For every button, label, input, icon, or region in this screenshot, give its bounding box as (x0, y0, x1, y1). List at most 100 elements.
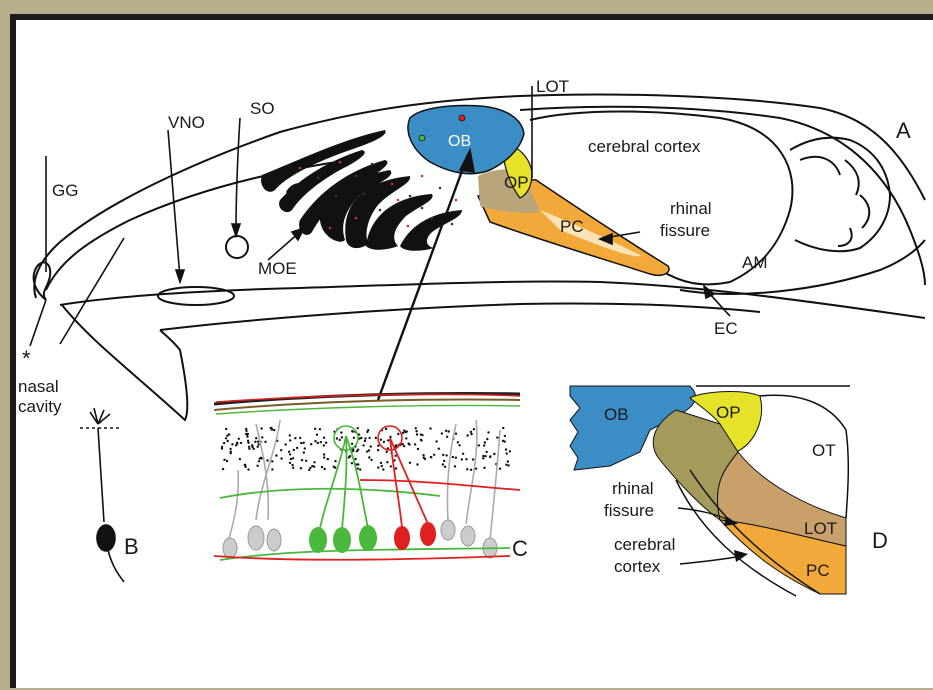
label-cavity: cavity (18, 397, 62, 416)
glomerular-dot (227, 440, 229, 442)
ob-green-dot (419, 135, 425, 141)
glomerular-dot (359, 468, 361, 470)
glomerular-dot (444, 466, 446, 468)
glomerular-dot (448, 430, 450, 432)
glomerular-dot (452, 456, 454, 458)
glomerular-dot (353, 437, 355, 439)
glomerular-dot (280, 457, 282, 459)
glomerular-dot (433, 454, 435, 456)
glomerular-dot (289, 439, 291, 441)
glomerular-dot (316, 434, 318, 436)
glomerular-dot (423, 457, 425, 459)
panel-label-d: D (872, 528, 888, 553)
glomerular-dot (380, 462, 382, 464)
glomerular-dot (357, 427, 359, 429)
glomerular-dot (368, 437, 370, 439)
glomerular-dot (470, 431, 472, 433)
glomerular-dot (493, 453, 495, 455)
glomerular-dot (368, 456, 370, 458)
glomerular-dot (461, 458, 463, 460)
glomerular-dot (305, 460, 307, 462)
glomerular-dot (442, 454, 444, 456)
glomerular-dot (236, 442, 238, 444)
glomerular-dot (387, 439, 389, 441)
glomerular-dot (226, 460, 228, 462)
glomerular-dot (323, 456, 325, 458)
olfactory-regions (408, 86, 669, 275)
glomerular-dot (291, 464, 293, 466)
glomerular-dot (352, 450, 354, 452)
skull-lower-right (680, 240, 925, 294)
label-ec: EC (714, 319, 738, 338)
glomerular-dot (420, 439, 422, 441)
label-rhinal-2: fissure (660, 221, 710, 240)
glomerular-dot (244, 464, 246, 466)
figure-panel: GG VNO SO MOE OB LOT OP PC cerebral cort… (10, 14, 933, 688)
glomerular-dot (351, 443, 353, 445)
glomerular-dot (292, 467, 294, 469)
septal-organ (226, 236, 248, 258)
glomerular-dot (247, 440, 249, 442)
glomerular-dot (333, 466, 335, 468)
glomerular-dot (292, 457, 294, 459)
glomerular-dot (289, 434, 291, 436)
panel-label-a: A (896, 118, 911, 143)
glomerular-dot (317, 442, 319, 444)
label-asterisk: * (22, 346, 31, 371)
glomerular-dot (308, 469, 310, 471)
glomerular-dot (258, 460, 260, 462)
glomerular-dot (313, 466, 315, 468)
glomerular-dot (260, 427, 262, 429)
brain-outline (520, 107, 925, 285)
glomerular-dot (273, 429, 275, 431)
glomerular-dot (403, 429, 405, 431)
glomerular-dot (257, 446, 259, 448)
glomerular-dot (255, 437, 257, 439)
glomerular-dot (271, 468, 273, 470)
glomerular-dot (300, 467, 302, 469)
glomerular-dot (366, 431, 368, 433)
glomerular-dot (357, 467, 359, 469)
glomerular-dot (296, 447, 298, 449)
inset-label-pc: PC (806, 561, 830, 580)
glomerular-dot (245, 430, 247, 432)
glomerular-dot (467, 434, 469, 436)
glomerular-dot (321, 466, 323, 468)
label-gg: GG (52, 181, 78, 200)
glomerular-dot (320, 441, 322, 443)
glomerular-dot (364, 437, 366, 439)
glomerular-dot (260, 457, 262, 459)
glomerular-dot (304, 447, 306, 449)
inset-label-ob: OB (604, 405, 629, 424)
glomerular-dot (386, 461, 388, 463)
glomerular-dot (362, 444, 364, 446)
glomerular-dot (478, 444, 480, 446)
glomerular-dot (223, 442, 225, 444)
glomerular-dot (254, 441, 256, 443)
glomerular-dot (247, 442, 249, 444)
glomerular-dot (429, 427, 431, 429)
glomerular-dot (357, 449, 359, 451)
glomerular-dot (383, 441, 385, 443)
glomerular-dot (370, 459, 372, 461)
glomerular-dot (256, 465, 258, 467)
glomerular-dot (275, 454, 277, 456)
glomerular-dot (289, 453, 291, 455)
glomerular-dot (323, 437, 325, 439)
glomerular-dot (294, 437, 296, 439)
glomerular-dot (299, 437, 301, 439)
inset-label-cerebral: cerebral (614, 535, 675, 554)
panel-c-circuit (214, 393, 520, 560)
glomerular-dot (314, 440, 316, 442)
glomerular-dot (247, 468, 249, 470)
inset-label-op: OP (716, 403, 741, 422)
glomerular-dot (401, 443, 403, 445)
glomerular-dot (246, 436, 248, 438)
inset-label-cortex: cortex (614, 557, 661, 576)
label-op: OP (504, 173, 529, 192)
glomerular-dot (486, 451, 488, 453)
glomerular-dot (390, 465, 392, 467)
label-vno: VNO (168, 113, 205, 132)
glomerular-dot (239, 458, 241, 460)
glomerular-dot (238, 438, 240, 440)
